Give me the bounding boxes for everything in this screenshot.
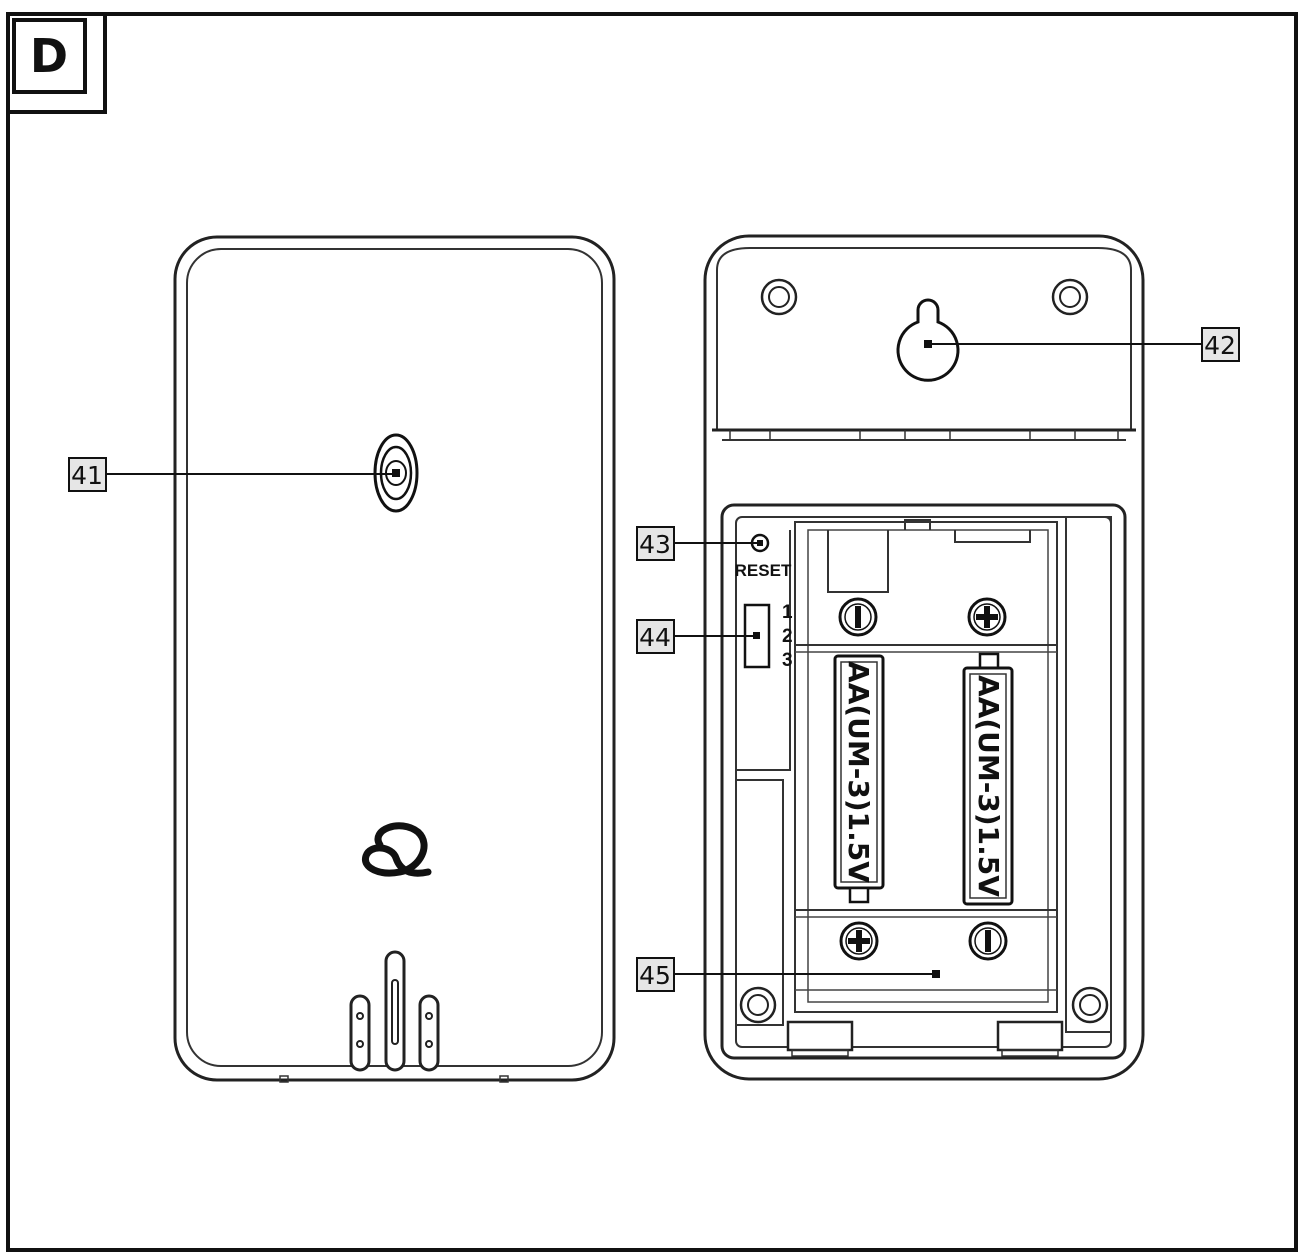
stand-prongs	[349, 950, 440, 1072]
brand-logo-icon	[362, 822, 432, 877]
polarity-minus-top-icon	[838, 597, 878, 637]
screw-hole-icon	[1051, 278, 1089, 316]
callout-45: 45	[636, 957, 936, 992]
channel-label-2: 2	[782, 626, 793, 647]
callout-42-label: 42	[1204, 331, 1236, 360]
callout-45-label: 45	[639, 961, 671, 990]
channel-label-1: 1	[782, 602, 793, 623]
figure-frame	[6, 12, 1298, 1252]
screw-hole-icon	[739, 986, 777, 1024]
battery-left: AA(UM-3)1.5V	[833, 654, 885, 904]
callout-44-label: 44	[639, 623, 671, 652]
callout-44: 44	[636, 619, 756, 654]
callout-43: 43	[636, 526, 760, 561]
callout-43-label: 43	[639, 530, 671, 559]
panel-letter: D	[30, 29, 68, 83]
back-unit: AA(UM-3)1.5V AA(UM-3)1.5V RESET 1 2 3	[703, 234, 1145, 1081]
polarity-minus-bottom-icon	[968, 921, 1008, 961]
callout-41: 41	[68, 457, 392, 492]
panel-label: D	[6, 12, 107, 114]
battery-left-label: AA(UM-3)1.5V	[842, 661, 875, 883]
polarity-plus-top-icon	[967, 597, 1007, 637]
battery-right-label: AA(UM-3)1.5V	[972, 675, 1005, 897]
screw-hole-icon	[1071, 986, 1109, 1024]
polarity-plus-bottom-icon	[839, 921, 879, 961]
front-unit	[173, 235, 616, 1083]
callout-42: 42	[928, 327, 1240, 362]
battery-right: AA(UM-3)1.5V	[962, 652, 1014, 906]
screw-hole-icon	[760, 278, 798, 316]
reset-label: RESET	[735, 561, 792, 580]
channel-label-3: 3	[782, 650, 793, 671]
callout-41-label: 41	[71, 461, 103, 490]
